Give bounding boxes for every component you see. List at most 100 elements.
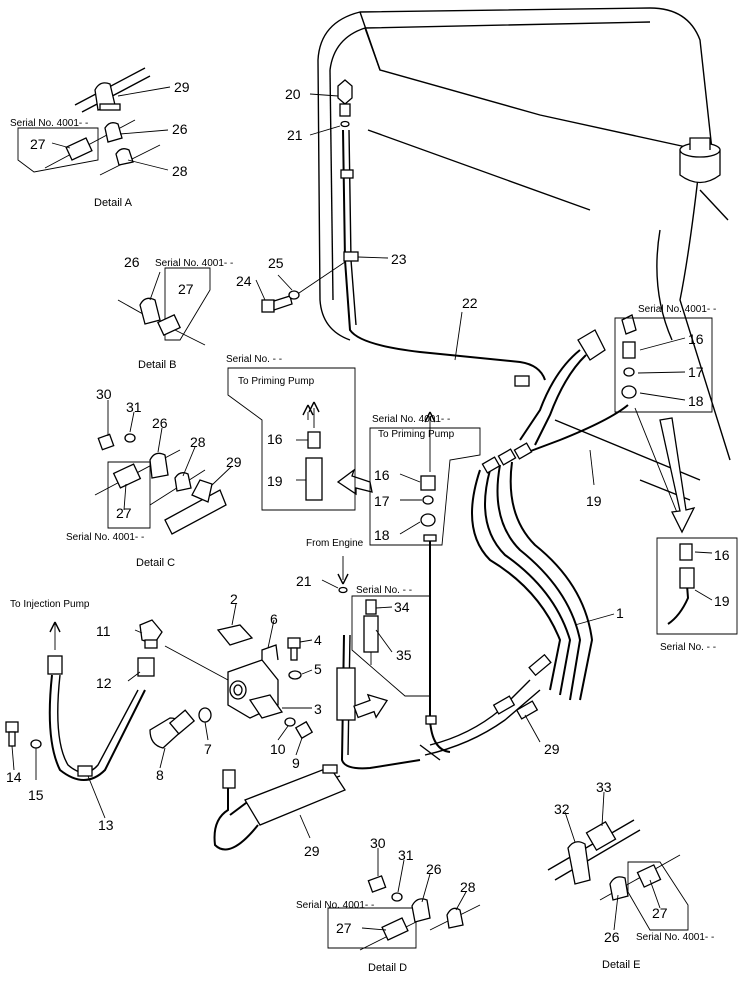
part-28-c: 28 — [190, 434, 206, 450]
part-26-d: 26 — [426, 861, 442, 877]
serial-label-e: Serial No. 4001- - — [636, 932, 714, 943]
detail-e-caption: Detail E — [602, 959, 641, 971]
bolt-30 — [97, 433, 115, 451]
arrow-right — [353, 693, 389, 719]
arrow-down — [659, 417, 696, 534]
part-17-right: 17 — [688, 364, 704, 380]
detail-d-caption: Detail D — [368, 962, 407, 974]
serial-label-d: Serial No. 4001- - — [296, 900, 374, 911]
washer-25 — [288, 290, 300, 300]
fitting-bottom — [222, 769, 236, 789]
serial-box-lower-right — [656, 537, 738, 635]
filter-head-assembly — [149, 624, 314, 749]
to-injection-pump-label: To Injection Pump — [10, 599, 90, 610]
part-17-mid: 17 — [374, 493, 390, 509]
part-29: 29 — [174, 79, 190, 95]
clamp-sleeve — [336, 667, 356, 721]
part-16-right: 16 — [688, 331, 704, 347]
plug-20 — [337, 79, 353, 105]
part-15: 15 — [28, 787, 44, 803]
part-31-d: 31 — [398, 847, 414, 863]
serial-label-lower-right: Serial No. - - — [660, 642, 716, 653]
serial-box-mid — [351, 595, 431, 697]
part-35: 35 — [396, 647, 412, 663]
detail-d — [327, 875, 481, 951]
serial-label-c: Serial No. 4001- - — [66, 532, 144, 543]
from-engine-label: From Engine — [306, 538, 364, 549]
part-9: 9 — [292, 755, 300, 771]
part-26-c: 26 — [152, 415, 168, 431]
serial-label-mid: Serial No. - - — [356, 585, 412, 596]
part-18-right: 18 — [688, 393, 704, 409]
part-25: 25 — [268, 255, 284, 271]
flow-arrows — [302, 404, 696, 719]
fuel-tank — [317, 7, 731, 501]
injection-pump-line — [5, 619, 163, 781]
part-26-b: 26 — [124, 254, 140, 270]
detail-b — [117, 267, 211, 346]
part-6: 6 — [270, 611, 278, 627]
bolt-9 — [294, 720, 314, 740]
priming-pump-box-right — [369, 427, 481, 546]
clip-upper — [340, 169, 354, 179]
washer-5 — [288, 670, 302, 680]
tank-filler-cap — [679, 137, 721, 184]
detail-a — [17, 67, 161, 176]
part-32: 32 — [554, 801, 570, 817]
fitting-upper-left — [47, 655, 63, 675]
o-ring-7 — [198, 707, 212, 723]
plug-8 — [149, 709, 196, 749]
tank-outlet-fittings — [519, 314, 681, 521]
part-29-c: 29 — [226, 454, 242, 470]
main-fuel-harness-1 — [419, 442, 594, 761]
serial-label-priming-right: Serial No. 4001- - — [372, 414, 450, 425]
serial-label-upper-right: Serial No. 4001- - — [638, 304, 716, 315]
washer-21-lower — [338, 586, 348, 594]
part-12: 12 — [96, 675, 112, 691]
part-number-labels: 29 26 28 27 20 21 23 25 24 22 26 27 30 3… — [6, 79, 730, 945]
part-21: 21 — [287, 127, 303, 143]
serial-label-b: Serial No. 4001- - — [155, 258, 233, 269]
part-28: 28 — [172, 163, 188, 179]
detail-e — [547, 819, 689, 931]
part-24: 24 — [236, 273, 252, 289]
detail-a-caption: Detail A — [94, 197, 133, 209]
detail-c — [94, 433, 227, 535]
fitting-12 — [137, 657, 155, 677]
part-29-harness: 29 — [544, 741, 560, 757]
part-28-d: 28 — [460, 879, 476, 895]
part-16-lower-right: 16 — [714, 547, 730, 563]
part-18-mid: 18 — [374, 527, 390, 543]
part-21-lower: 21 — [296, 573, 312, 589]
washer-15 — [30, 739, 42, 749]
part-20: 20 — [285, 86, 301, 102]
part-5: 5 — [314, 661, 322, 677]
part-16-left: 16 — [267, 431, 283, 447]
part-14: 14 — [6, 769, 22, 785]
washer-10 — [284, 717, 296, 727]
part-27-e: 27 — [652, 905, 668, 921]
part-27-c: 27 — [116, 505, 132, 521]
part-22: 22 — [462, 295, 478, 311]
leader-lines — [11, 86, 713, 931]
bolt-4 — [287, 637, 301, 661]
serial-label-priming-left: Serial No. - - — [226, 354, 282, 365]
part-13: 13 — [98, 817, 114, 833]
part-11: 11 — [96, 623, 111, 639]
part-33: 33 — [596, 779, 612, 795]
bolt-30-d — [367, 875, 387, 893]
plate-3 — [248, 694, 284, 719]
line-clip — [514, 375, 530, 387]
lower-fuel-lines — [213, 534, 451, 851]
washer-31 — [124, 433, 136, 443]
part-30: 30 — [96, 386, 112, 402]
clip-13 — [77, 765, 93, 777]
part-3: 3 — [314, 701, 322, 717]
part-16-mid: 16 — [374, 467, 390, 483]
part-2: 2 — [230, 591, 238, 607]
elbow-11 — [139, 619, 163, 645]
part-34: 34 — [394, 599, 410, 615]
detail-c-caption: Detail C — [136, 557, 175, 569]
